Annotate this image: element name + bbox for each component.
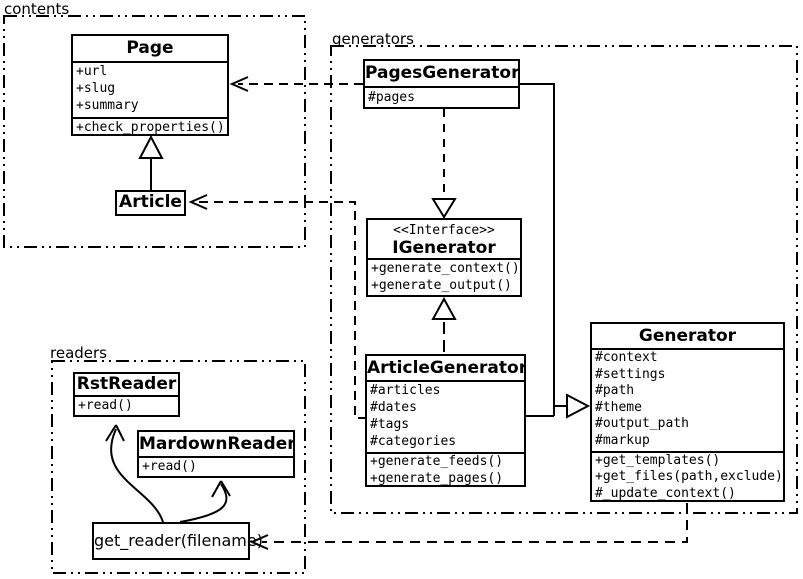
class-page-title: Page — [126, 38, 174, 58]
arrow-getreader-to-mardownreader-line — [179, 483, 228, 523]
node-getreader-label: get_reader(filename) — [94, 531, 263, 550]
class-articlegenerator-method: +generate_feeds() — [370, 454, 504, 469]
arrow-generator-inherit-triangle — [566, 393, 591, 419]
class-pagesgenerator: PagesGenerator #pages — [363, 59, 520, 109]
class-generator-attr: #theme — [595, 399, 642, 415]
class-pagesgenerator-attr: #pages — [368, 90, 415, 105]
interface-igenerator: <<Interface>> IGenerator +generate_conte… — [366, 218, 522, 297]
class-articlegenerator-attr: #dates — [370, 400, 417, 415]
class-generator-attr: #context — [595, 350, 658, 365]
class-rstreader-title: RstReader — [76, 374, 177, 394]
class-article: Article — [115, 190, 186, 216]
interface-igenerator-method: +generate_context() — [371, 261, 520, 276]
class-articlegenerator: ArticleGenerator #articles #dates #tags … — [365, 354, 526, 487]
class-generator-method: #_update_context() — [595, 485, 736, 501]
arrow-getreader-to-rstreader-line — [110, 428, 164, 523]
package-contents-border — [3, 15, 306, 248]
class-mardownreader-method: +read() — [142, 459, 197, 474]
class-generator: Generator #context #settings #path #them… — [590, 322, 785, 502]
class-page-attr: +summary — [76, 98, 139, 113]
package-label-generators: generators — [332, 30, 414, 48]
arrow-pagesgenerator-to-page-head — [229, 76, 249, 92]
arrow-article-to-page-triangle — [138, 134, 164, 159]
class-page: Page +url +slug +summary +check_properti… — [71, 34, 229, 136]
arrow-generator-to-getreader-line — [262, 503, 688, 543]
class-articlegenerator-method: +generate_pages() — [370, 470, 504, 486]
class-articlegenerator-attr: #articles — [370, 383, 441, 398]
arrow-pagesgenerator-to-igenerator-triangle — [431, 198, 457, 219]
class-mardownreader: MardownReader +read() — [137, 430, 295, 478]
arrow-pagesgenerator-to-generator-line — [520, 83, 555, 416]
package-label-readers: readers — [50, 344, 107, 362]
class-generator-method: +get_files(path,exclude) — [595, 469, 783, 485]
package-label-contents: contents — [4, 0, 70, 18]
arrow-articlegenerator-to-article-head — [188, 194, 208, 210]
class-generator-method: +get_templates() — [595, 453, 721, 468]
interface-igenerator-title: IGenerator — [392, 239, 496, 258]
arrow-articlegenerator-to-article-line — [198, 201, 367, 419]
class-rstreader-method: +read() — [78, 398, 133, 413]
arrow-getreader-to-mardownreader-head — [211, 480, 231, 498]
arrow-generator-to-getreader-head — [249, 534, 269, 550]
interface-igenerator-method: +generate_output() — [371, 278, 512, 293]
class-articlegenerator-attr: #categories — [370, 434, 457, 449]
class-articlegenerator-title: ArticleGenerator — [367, 358, 524, 378]
class-page-attr: +slug — [76, 81, 116, 96]
class-articlegenerator-attr: #tags — [370, 417, 410, 432]
class-page-method: +check_properties() — [76, 120, 225, 135]
class-generator-attr: #settings — [595, 366, 666, 382]
package-generators-border — [330, 45, 798, 514]
class-mardownreader-title: MardownReader — [139, 434, 293, 454]
class-article-title: Article — [119, 192, 182, 212]
class-pagesgenerator-title: PagesGenerator — [365, 63, 518, 83]
arrow-getreader-to-rstreader-head — [105, 424, 125, 442]
arrow-articlegenerator-to-igenerator-triangle — [431, 296, 457, 320]
class-generator-attr: #output_path — [595, 416, 689, 431]
class-page-attr: +url — [76, 64, 108, 79]
class-rstreader: RstReader +read() — [73, 372, 180, 417]
node-getreader: get_reader(filename) — [92, 522, 263, 560]
interface-igenerator-stereotype: <<Interface>> — [393, 223, 495, 238]
class-generator-attr: #markup — [595, 432, 650, 448]
class-generator-attr: #path — [595, 383, 635, 398]
package-readers-border — [51, 360, 306, 574]
class-generator-title: Generator — [638, 326, 737, 346]
